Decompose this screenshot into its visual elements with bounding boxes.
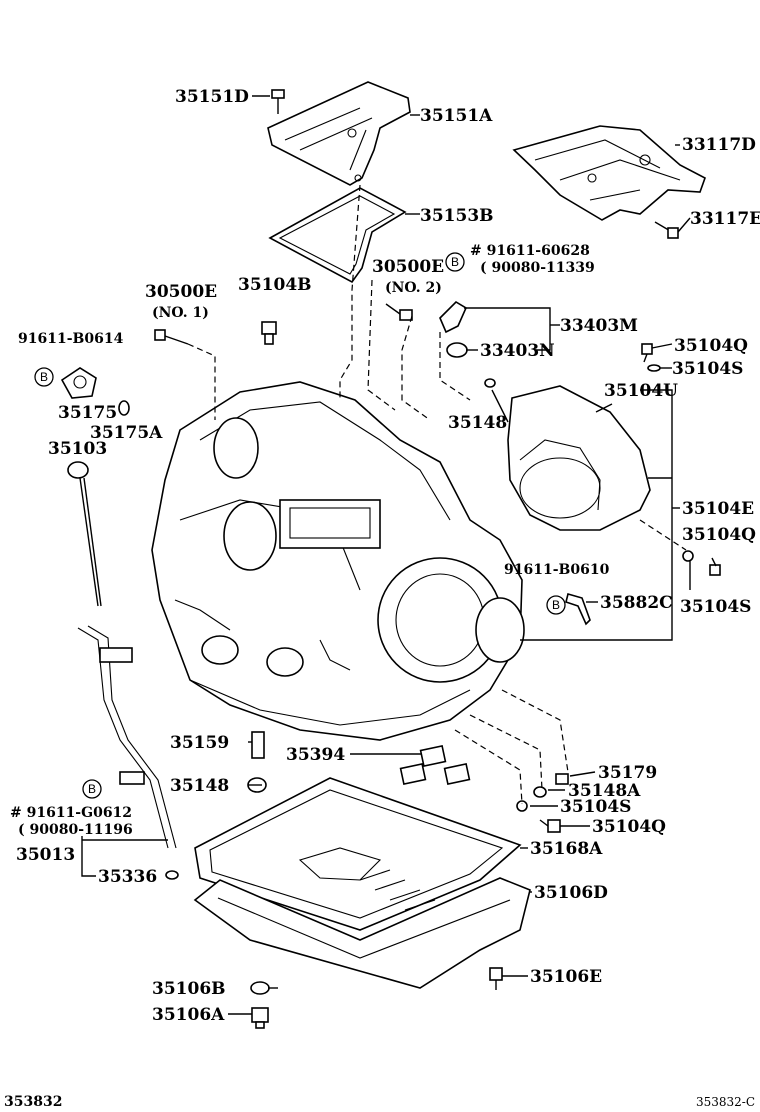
label-35104s-top: 35104S: [672, 359, 743, 379]
b-marker-right: B: [546, 595, 566, 615]
label-35103: 35103: [48, 439, 107, 459]
extension-housing: [507, 385, 651, 531]
b-marker-top: B: [445, 252, 465, 272]
washer-35106b: [250, 981, 270, 995]
label-35394: 35394: [286, 745, 345, 765]
bolt-35104q-mid: [709, 557, 721, 576]
label-35104b: 35104B: [238, 275, 312, 295]
label-33117d: 33117D: [682, 135, 756, 155]
label-35104q-top: 35104Q: [674, 336, 748, 356]
bracket-35882c: [565, 593, 591, 626]
b-marker-tube: B: [82, 779, 102, 799]
b-marker-text: B: [451, 255, 459, 269]
label-35159: 35159: [170, 733, 229, 753]
label-35148-top: 35148: [448, 413, 507, 433]
assembly-lines: [187, 184, 687, 805]
o-ring-33403n: [446, 342, 468, 358]
label-30500e-no1: 30500E: [145, 282, 217, 302]
seal-35104s-top: [647, 364, 661, 372]
label-90080-11196: ( 90080-11196: [18, 822, 133, 838]
filler-tube-35013: [77, 625, 177, 849]
bolt-35179: [555, 773, 569, 785]
plug-35148a: [533, 786, 547, 798]
label-35151d: 35151D: [175, 87, 249, 107]
label-35148-low: 35148: [170, 776, 229, 796]
label-91611-b0610: 91611-B0610: [504, 562, 610, 578]
bolt-35104u: [595, 403, 613, 413]
label-33403m: 33403M: [560, 316, 638, 336]
label-35336: 35336: [98, 867, 157, 887]
label-35104s-low: 35104S: [560, 797, 631, 817]
label-33403n: 33403N: [480, 341, 555, 361]
label-35153b: 35153B: [420, 206, 494, 226]
label-35013: 35013: [16, 845, 75, 865]
bolt-30500e-no2: [385, 303, 413, 321]
seal-35175: [60, 367, 97, 399]
b-marker-left: B: [34, 367, 54, 387]
plug-35148-top: [484, 378, 496, 388]
label-35882c: 35882C: [600, 593, 673, 613]
drain-plug-35106a: [251, 1007, 269, 1029]
bolt-33117e: [654, 221, 679, 239]
label-35175: 35175: [58, 403, 117, 423]
label-35104u: 35104U: [604, 381, 678, 401]
plug-35104b: [261, 321, 277, 345]
label-91611-g0612: # 91611-G0612: [10, 805, 132, 821]
label-35151a: 35151A: [420, 106, 493, 126]
label-35104s-mid: 35104S: [680, 597, 751, 617]
bolt-35106e: [489, 967, 503, 990]
oil-pan-35106d: [193, 847, 531, 989]
label-no2: (NO. 2): [385, 280, 442, 296]
heat-shield-33117d: [512, 125, 706, 221]
label-30500e-no2: 30500E: [372, 257, 444, 277]
transaxle-housing: [151, 381, 525, 741]
oil-pan-gasket-35168a: [194, 777, 522, 931]
label-91611-60628: # 91611-60628: [470, 243, 590, 259]
pin-35159: [251, 731, 265, 759]
sensor-33403m: [439, 300, 468, 334]
label-33117e: 33117E: [690, 209, 760, 229]
label-35179: 35179: [598, 763, 657, 783]
label-35104q-low: 35104Q: [592, 817, 666, 837]
bolt-30500e-no1: [154, 329, 189, 345]
dipstick-35103: [67, 461, 102, 607]
label-35148a: 35148A: [568, 781, 641, 801]
label-35104e: 35104E: [682, 499, 754, 519]
b-marker-text: B: [552, 598, 560, 612]
b-marker-text: B: [88, 782, 96, 796]
figure-code-right: 353832-C: [696, 1095, 755, 1109]
o-ring-35336: [165, 870, 179, 880]
label-35168a: 35168A: [530, 839, 603, 859]
label-35104q-mid: 35104Q: [682, 525, 756, 545]
label-no1: (NO. 1): [152, 305, 209, 321]
label-91611-b0614: 91611-B0614: [18, 331, 124, 347]
label-35106b: 35106B: [152, 979, 226, 999]
label-90080-11339: ( 90080-11339: [480, 260, 595, 276]
leader-lines: [81, 95, 691, 1015]
o-ring-35175a: [118, 400, 130, 416]
cover-plate-35151a: [267, 81, 411, 186]
o-ring-35104s-mid: [682, 550, 694, 562]
bolt-35151d: [271, 89, 285, 114]
o-ring-35104s-low: [516, 800, 528, 812]
label-35106e: 35106E: [530, 967, 602, 987]
magnets-35394: [399, 744, 471, 786]
b-marker-text: B: [40, 370, 48, 384]
label-35175a: 35175A: [90, 423, 163, 443]
bolt-35104q-low: [539, 819, 561, 833]
bolt-35104q-top: [641, 343, 653, 363]
label-35106a: 35106A: [152, 1005, 225, 1025]
label-35106d: 35106D: [534, 883, 608, 903]
figure-code-left: 353832: [4, 1094, 62, 1110]
